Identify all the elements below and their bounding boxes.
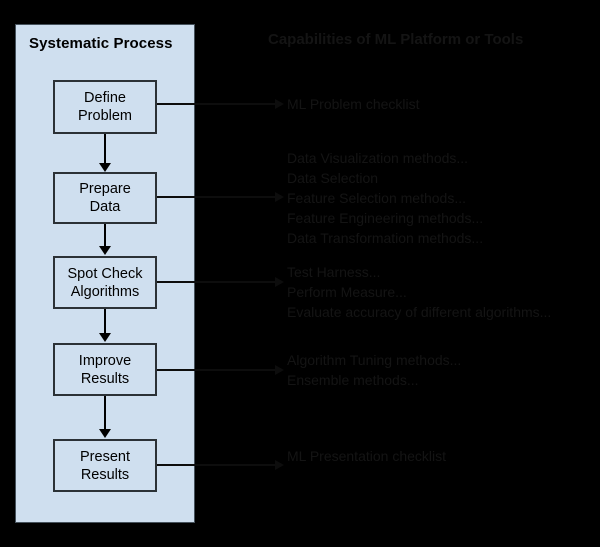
step-box-define-problem[interactable]: Define Problem [53, 80, 157, 134]
capability-item: ML Problem checklist [287, 96, 420, 112]
flow-arrow-line-1 [104, 134, 106, 164]
step-label-line2: Data [89, 199, 121, 215]
capability-arrow-line-spot-check-algorithms [157, 281, 277, 283]
capability-item: Test Harness... [287, 264, 381, 280]
flow-arrow-line-2 [104, 224, 106, 247]
step-label-line1: Present [80, 448, 130, 465]
flow-arrow-line-4 [104, 396, 106, 430]
capability-arrow-line-prepare-data [157, 196, 277, 198]
capability-item: Data Transformation methods... [287, 230, 484, 246]
capability-arrow-head-define-problem [275, 99, 284, 109]
capability-item: Feature Engineering methods... [287, 210, 484, 226]
capability-item: Data Selection [287, 170, 379, 186]
step-label-line2: Problem [78, 108, 132, 124]
capability-arrow-head-present-results [275, 460, 284, 470]
capability-group-prepare-data: Data Visualization methods... Data Selec… [287, 148, 483, 248]
capability-arrow-head-spot-check-algorithms [275, 277, 284, 287]
capability-item: Perform Measure... [287, 284, 407, 300]
step-label-line2: Algorithms [70, 283, 140, 300]
capability-item: Algorithm Tuning methods... [287, 352, 462, 368]
step-label-line1: Improve [78, 352, 132, 369]
step-label-line2: Results [80, 466, 130, 483]
step-box-spot-check-algorithms[interactable]: Spot Check Algorithms [53, 256, 157, 309]
capability-arrow-head-prepare-data [275, 192, 284, 202]
step-label-line2: Results [80, 370, 130, 387]
capability-item: ML Presentation checklist [287, 448, 446, 464]
capabilities-title: Capabilities of ML Platform or Tools [268, 31, 524, 48]
step-label-line1: Prepare [79, 181, 131, 197]
capability-group-present-results: ML Presentation checklist [287, 446, 446, 466]
capability-group-spot-check-algorithms: Test Harness... Perform Measure... Evalu… [287, 262, 551, 322]
capability-item: Data Visualization methods... [287, 150, 469, 166]
step-label-line1: Spot Check [67, 265, 143, 282]
flow-arrow-head-4 [99, 429, 111, 438]
capability-arrow-head-improve-results [275, 365, 284, 375]
flow-arrow-head-3 [99, 333, 111, 342]
panel-title: Systematic Process [29, 35, 173, 52]
capability-group-define-problem: ML Problem checklist [287, 94, 420, 114]
capability-item: Evaluate accuracy of different algorithm… [287, 304, 552, 320]
step-label-line1: Define [84, 90, 126, 106]
flow-arrow-head-2 [99, 246, 111, 255]
capability-arrow-line-improve-results [157, 369, 277, 371]
capability-item: Feature Selection methods... [287, 190, 466, 206]
flow-arrow-head-1 [99, 163, 111, 172]
capability-arrow-line-define-problem [157, 103, 277, 105]
step-box-prepare-data[interactable]: Prepare Data [53, 172, 157, 224]
capability-group-improve-results: Algorithm Tuning methods... Ensemble met… [287, 350, 461, 390]
flow-arrow-line-3 [104, 309, 106, 334]
step-box-improve-results[interactable]: Improve Results [53, 343, 157, 396]
step-box-present-results[interactable]: Present Results [53, 439, 157, 492]
capability-arrow-line-present-results [157, 464, 277, 466]
capability-item: Ensemble methods... [287, 372, 419, 388]
